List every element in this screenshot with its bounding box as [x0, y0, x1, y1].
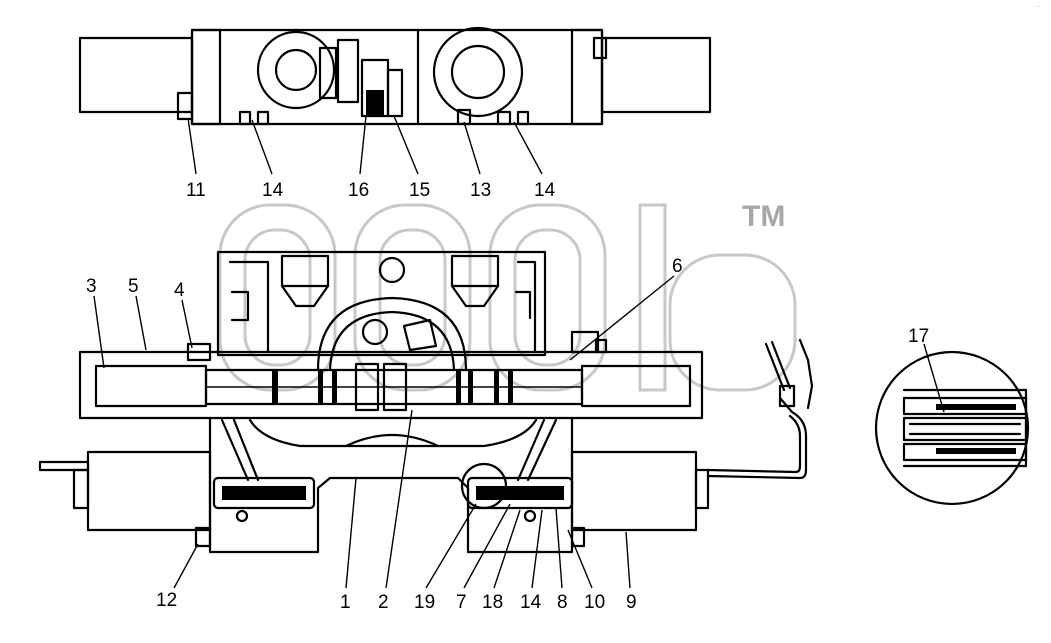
callout-4: 4	[174, 280, 185, 301]
callout-5: 5	[128, 276, 139, 297]
callout-17: 17	[908, 326, 929, 347]
callout-12: 12	[156, 590, 177, 611]
callout-14-top-right: 14	[534, 180, 556, 201]
callout-8: 8	[557, 592, 568, 613]
detail-view: 17	[874, 326, 1030, 506]
callout-11: 11	[186, 180, 206, 201]
callout-18: 18	[482, 592, 503, 613]
corner-mark: --	[1036, 3, 1040, 10]
callout-2: 2	[378, 592, 389, 613]
top-leader-lines	[187, 115, 543, 175]
top-callouts: 11 14 16 15 13 14	[186, 180, 556, 201]
callout-15: 15	[409, 180, 430, 201]
callout-14-main: 14	[520, 592, 542, 613]
callout-3: 3	[86, 276, 97, 297]
callout-19: 19	[414, 592, 435, 613]
callout-14-top-left: 14	[262, 180, 284, 201]
section-view-valve	[38, 250, 814, 554]
callout-6: 6	[672, 256, 683, 277]
watermark-logo: TM	[218, 200, 797, 392]
callout-16: 16	[348, 180, 369, 201]
top-view-valve	[78, 26, 712, 126]
callout-7: 7	[456, 592, 467, 613]
callout-1: 1	[340, 592, 351, 613]
callout-13: 13	[470, 180, 491, 201]
main-leader-lines	[93, 275, 675, 589]
trademark-text: TM	[742, 200, 785, 233]
callout-9: 9	[626, 592, 637, 613]
callout-10: 10	[584, 592, 605, 613]
main-callouts: 3 5 4 6 12 1 2 19 7 18 14 8 10 9	[86, 256, 683, 613]
